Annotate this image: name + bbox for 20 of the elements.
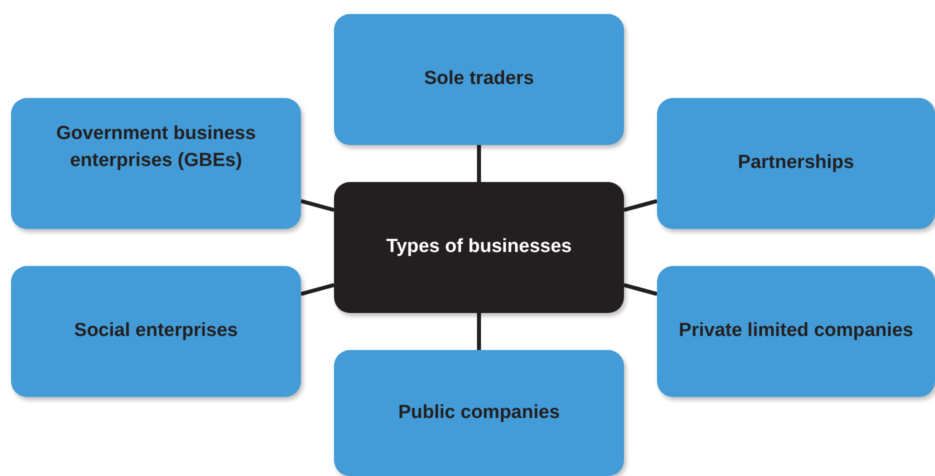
category-box — [11, 98, 301, 229]
box-label: Public companies — [398, 400, 560, 425]
category-box — [334, 350, 624, 476]
box-label: Social enterprises — [74, 319, 238, 344]
connector-line — [477, 313, 481, 350]
connector-line — [477, 145, 481, 182]
central-topic-box — [334, 182, 624, 313]
category-box — [11, 266, 301, 397]
box-label: Private limited companies — [678, 319, 914, 344]
category-box — [657, 98, 935, 229]
box-label: Sole traders — [424, 67, 534, 92]
box-label: Partnerships — [738, 151, 854, 176]
category-box — [657, 266, 935, 397]
connector-line — [623, 199, 658, 212]
category-box — [334, 14, 624, 145]
box-label: Government business enterprises (GBEs) — [55, 122, 257, 172]
connector-line — [300, 199, 335, 212]
box-label: Types of businesses — [386, 235, 572, 260]
connector-line — [300, 283, 335, 296]
connector-line — [623, 283, 658, 296]
